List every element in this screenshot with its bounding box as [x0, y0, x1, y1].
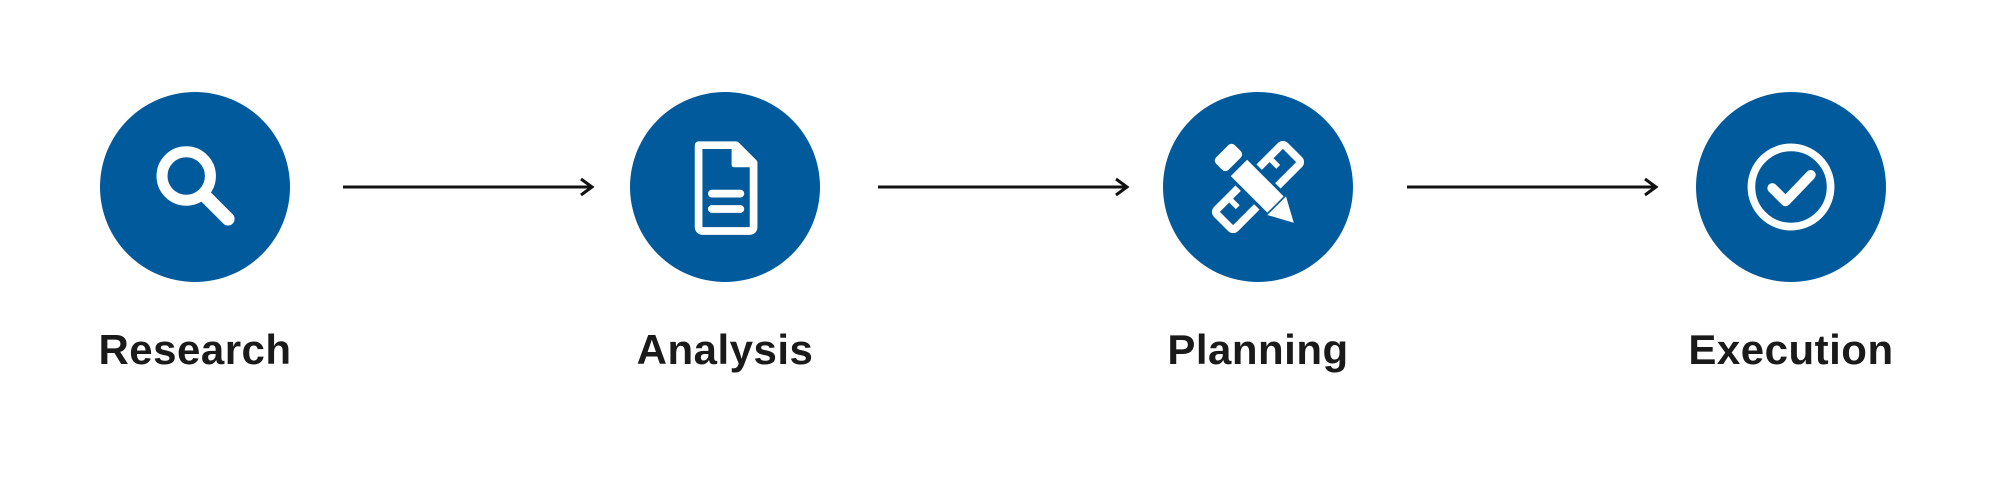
step-execution: Execution — [1641, 92, 1941, 374]
step-circle — [630, 92, 820, 282]
step-planning: Planning — [1108, 92, 1408, 374]
connector-arrow-3 — [1407, 176, 1659, 198]
step-label: Analysis — [636, 326, 814, 373]
step-circle — [100, 92, 290, 282]
step-analysis: Analysis — [575, 92, 875, 374]
step-research: Research — [45, 92, 345, 374]
step-circle — [1696, 92, 1886, 282]
step-label: Execution — [1688, 326, 1894, 373]
connector-arrow-1 — [343, 176, 595, 198]
pencil-ruler-icon — [1211, 140, 1305, 234]
step-label: Research — [98, 326, 292, 373]
document-icon — [694, 141, 758, 235]
search-icon — [156, 146, 235, 226]
step-circle — [1163, 92, 1353, 282]
check-circle-icon — [1747, 143, 1835, 231]
connector-arrow-2 — [878, 176, 1130, 198]
step-label: Planning — [1167, 326, 1349, 373]
